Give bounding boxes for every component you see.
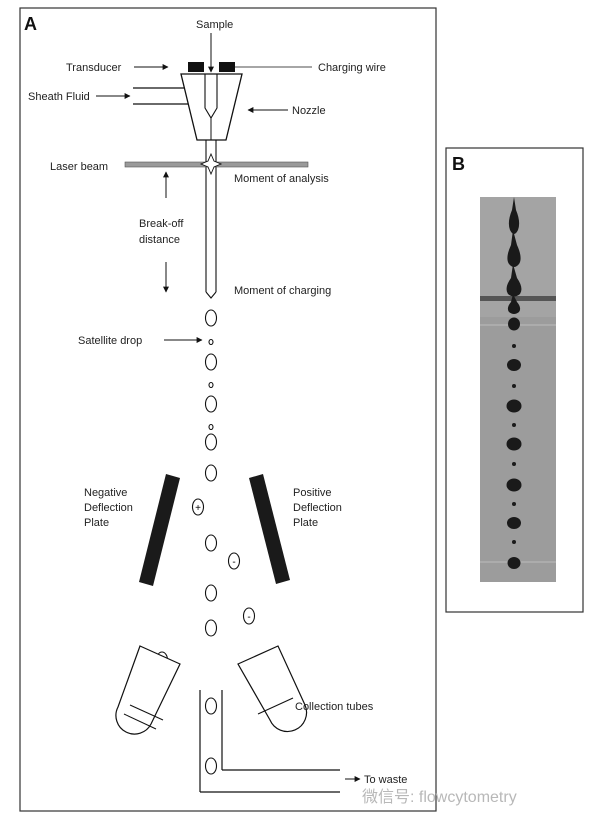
watermark: 微信号: flowcytometry: [362, 788, 517, 806]
breakoff-label-line1: Break-off: [139, 218, 184, 230]
negative-drop: [227, 552, 241, 570]
positive-plate-label-line1: Positive: [293, 487, 332, 499]
positive-plate-label-line3: Plate: [293, 517, 318, 529]
droplet-photo: [480, 197, 556, 582]
satellite-drop: [208, 381, 214, 389]
panel-a-frame: [19, 7, 437, 812]
negative-sign: -: [232, 557, 235, 568]
to-waste-label: To waste: [364, 774, 407, 786]
negative-plate-label-line1: Negative: [84, 487, 127, 499]
negative-deflection-plate: [139, 474, 180, 586]
negative-drop: [242, 607, 256, 625]
drop: [204, 433, 218, 451]
positive-drop: [191, 498, 205, 516]
right-collection-tube: [237, 645, 308, 733]
panel-b-letter: B: [452, 154, 465, 174]
satellite-drop-label: Satellite drop: [78, 335, 142, 347]
drop: [204, 395, 218, 413]
drop: [204, 309, 218, 327]
laser-beam-label: Laser beam: [50, 161, 108, 173]
satellite-drop: [208, 338, 214, 346]
positive-sign: +: [195, 503, 201, 514]
transducer-label: Transducer: [66, 62, 122, 74]
moment-of-charging-label: Moment of charging: [234, 285, 331, 297]
positive-plate-label-line2: Deflection: [293, 502, 342, 514]
negative-plate-label-line2: Deflection: [84, 502, 133, 514]
panel-a-letter: A: [24, 14, 37, 34]
sample-label: Sample: [196, 19, 233, 31]
satellite-drop: [208, 423, 214, 431]
drop: [204, 464, 218, 482]
moment-of-analysis-label: Moment of analysis: [234, 173, 329, 185]
positive-deflection-plate: [249, 474, 290, 584]
analysis-star-icon: [199, 152, 223, 176]
collection-tubes-label: Collection tubes: [295, 701, 374, 713]
drop: [204, 584, 218, 602]
charging-wire-label: Charging wire: [318, 62, 386, 74]
drop: [204, 353, 218, 371]
negative-sign: -: [247, 612, 250, 623]
drop: [204, 534, 218, 552]
negative-plate-label-line3: Plate: [84, 517, 109, 529]
drop: [204, 619, 218, 637]
left-collection-tube: [115, 645, 181, 735]
breakoff-label-line2: distance: [139, 234, 180, 246]
nozzle: [133, 62, 243, 141]
sheath-fluid-label: Sheath Fluid: [28, 91, 90, 103]
waste-channel: [199, 690, 340, 793]
nozzle-label: Nozzle: [292, 105, 326, 117]
